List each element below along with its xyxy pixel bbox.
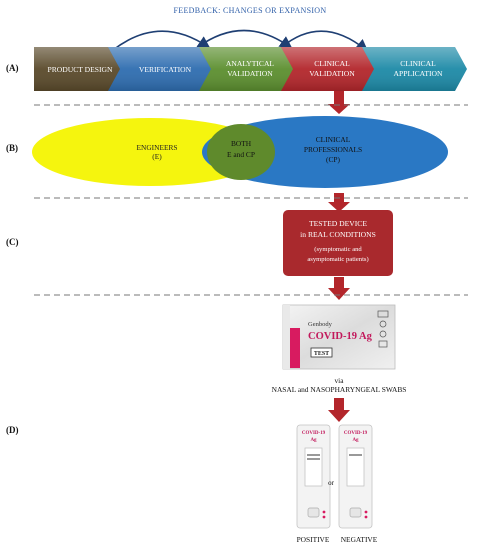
status-dot-icon [364,510,368,514]
test-kit-pouch: Genbody COVID-19 Ag TEST [282,304,396,370]
pipeline-step-verification: VERIFICATION [108,47,216,91]
symbol-ivd-icon [377,310,389,318]
status-dot-icon [322,515,326,519]
section-label-a: (A) [6,63,19,73]
section-label-b: (B) [6,143,18,153]
or-label: or [328,479,335,487]
section-label-c: (C) [6,237,19,247]
section-dividers [34,104,468,296]
cassette-label-line1: COVID-19 [302,431,326,436]
flow-arrows [328,91,350,422]
chevron-label-line1: PRODUCT DESIGN [47,65,113,74]
tested-device-line3: (symptomatic and [314,246,362,253]
sample-well [307,507,320,518]
symbol-temp-icon [378,340,388,348]
negative-label: NEGATIVE [341,535,378,544]
cassette-window [346,447,365,487]
down-arrow-icon [328,193,350,212]
tested-device-line4: asymptomatic patients) [307,256,368,263]
kit-brand: Genbody [308,321,333,328]
tested-device-line2: in REAL CONDITIONS [300,230,376,239]
chevron-gloss [281,47,377,91]
feedback-arc-3 [281,30,369,53]
chevron-gloss [199,47,296,91]
kit-test-label: TEST [314,351,329,357]
engineers-ellipse [32,118,268,186]
sample-well [349,507,362,518]
overlap-ellipse [207,124,275,180]
clinical-label-line2: PROFESSIONALS [304,145,362,154]
both-label-line1: BOTH [231,139,252,148]
feedback-arc-2 [197,29,293,49]
engineers-label-line2: (E) [152,152,162,161]
feedback-label: FEEDBACK: CHANGES OR EXPANSION [174,6,327,15]
section-label-d: (D) [6,425,19,435]
swab-method-label: NASAL and NASOPHARYNGEAL SWABS [272,385,407,394]
cassette-window [304,447,323,487]
feedback-arcs [112,29,369,53]
clinical-label-line1: CLINICAL [316,135,351,144]
pouch-body [282,304,396,370]
down-arrow-icon [328,277,350,300]
status-dot-icon [322,510,326,514]
pipeline-step-clinical-application: CLINICAL APPLICATION [362,47,467,91]
kit-symbols-icon [377,310,389,348]
symbol-clock-icon [379,320,387,328]
cassette-label-line2: Ag [310,438,317,443]
chevron-label-line1: ANALYTICAL [226,59,275,68]
kit-product: COVID-19 Ag [308,331,373,342]
down-arrow-icon [328,91,350,114]
down-arrow-icon [328,398,350,422]
tested-device-box: TESTED DEVICE in REAL CONDITIONS (sympto… [283,210,393,276]
chevron-label-line1: CLINICAL [314,59,350,68]
chevron-gloss [34,47,133,91]
pouch-seal-left [283,305,290,369]
clinical-label-line3: (CP) [326,155,341,164]
tested-device-line1: TESTED DEVICE [309,219,367,228]
kit-test-box [310,347,333,358]
pipeline-row: PRODUCT DESIGN VERIFICATION ANALYTICAL V… [34,47,467,91]
chevron-label-line1: VERIFICATION [139,65,192,74]
engineers-label-line1: ENGINEERS [136,143,177,152]
pipeline-step-analytical-validation: ANALYTICAL VALIDATION [199,47,296,91]
pipeline-step-product-design: PRODUCT DESIGN [34,47,133,91]
feedback-arc-1 [112,30,211,51]
cassette-label-line2: Ag [352,438,359,443]
positive-label: POSITIVE [297,535,330,544]
chevron-label-line2: VALIDATION [227,69,273,78]
both-label-line2: E and CP [227,150,255,159]
swab-via-label: via [334,376,344,385]
symbol-noreuse-icon [379,330,387,338]
chevron-gloss [108,47,216,91]
chevron-label-line2: APPLICATION [394,69,443,78]
pouch-magenta-band [290,328,300,368]
venn-diagram: ENGINEERS (E) BOTH E and CP CLINICAL PRO… [32,116,448,188]
chevron-label-line2: VALIDATION [309,69,355,78]
negative-cassette: COVID-19 Ag [338,424,373,529]
status-dot-icon [364,515,368,519]
cassette-label-line1: COVID-19 [344,431,368,436]
pipeline-step-clinical-validation: CLINICAL VALIDATION [281,47,377,91]
tested-device-rect [283,210,393,276]
positive-cassette: COVID-19 Ag [296,424,331,529]
chevron-gloss [362,47,467,91]
chevron-label-line1: CLINICAL [400,59,436,68]
